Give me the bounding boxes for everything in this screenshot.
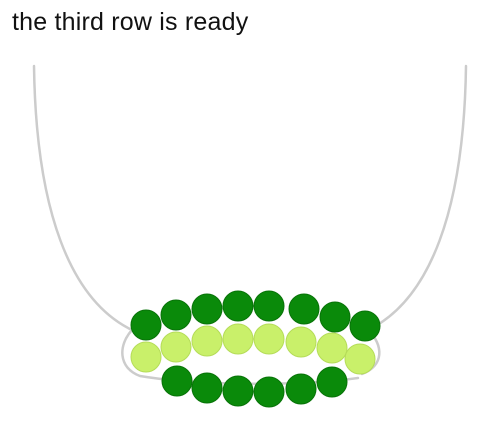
thread-left-tail [32, 64, 134, 332]
row-3-bead [285, 373, 317, 405]
row-3-bead [191, 372, 223, 404]
row-2-bead [160, 331, 192, 363]
row-1-bead [253, 290, 285, 322]
row-2-bead [344, 343, 376, 375]
row-2-bead [191, 325, 223, 357]
row-3-bead [253, 376, 285, 408]
bead-group [130, 290, 381, 408]
row-1-bead [130, 309, 162, 341]
row-1-bead [222, 290, 254, 322]
step-caption: the third row is ready [12, 8, 249, 36]
row-3-bead [222, 375, 254, 407]
row-1-bead [349, 310, 381, 342]
row-3-bead [161, 365, 193, 397]
row-2-bead [253, 323, 285, 355]
thread-right-tail [366, 64, 468, 332]
row-2-bead [285, 326, 317, 358]
row-2-bead [130, 341, 162, 373]
row-1-bead [288, 293, 320, 325]
row-1-bead [319, 301, 351, 333]
row-1-bead [191, 293, 223, 325]
row-1-bead [160, 299, 192, 331]
row-2-bead [222, 323, 254, 355]
row-2-bead [316, 332, 348, 364]
row-3-bead [316, 366, 348, 398]
